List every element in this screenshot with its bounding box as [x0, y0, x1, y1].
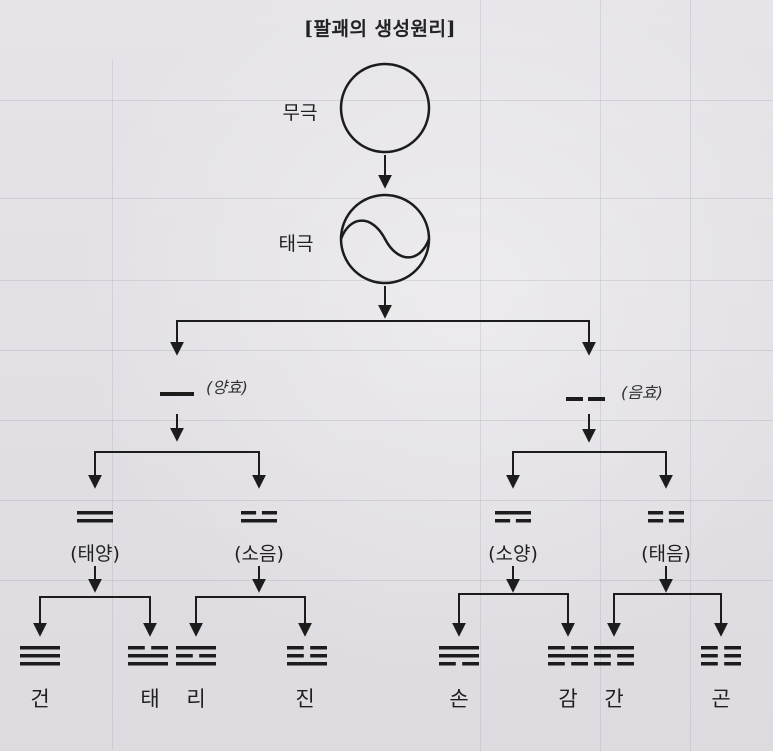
trigram-label-gon: 곤	[711, 687, 731, 711]
bg-rule	[480, 0, 481, 751]
bg-rule	[0, 350, 773, 351]
digram-taeeum	[648, 511, 684, 523]
trigram-ri	[176, 646, 216, 666]
bg-rule	[112, 60, 113, 750]
taegeuk-label: 태극	[278, 233, 314, 255]
bg-rule	[0, 500, 773, 501]
split-yang-eum	[170, 320, 596, 356]
bg-rule	[690, 0, 691, 751]
four-image-label-soyang: (소양)	[488, 543, 538, 565]
trigram-label-jin: 진	[295, 687, 315, 711]
eum-annotation: (음효)	[621, 383, 663, 402]
digram-taeyang	[77, 511, 113, 523]
trigram-label-geon: 건	[30, 687, 50, 711]
bg-rule	[0, 198, 773, 199]
trigram-geon	[20, 646, 60, 666]
bg-rule	[0, 100, 773, 101]
trigram-label-gan: 간	[604, 687, 624, 711]
split-soyang-taeeum	[506, 451, 673, 489]
trigrams	[20, 646, 741, 666]
trigram-gam	[548, 646, 588, 666]
four-images	[77, 511, 684, 523]
bg-rule	[600, 0, 601, 751]
split-taeyang-soeum	[88, 451, 266, 489]
split-ri-jin	[189, 596, 312, 637]
four-image-label-taeeum: (태음)	[641, 543, 691, 565]
split-geon-tae	[33, 596, 157, 637]
trigram-gon	[701, 646, 741, 666]
mugeuk-circle	[339, 62, 431, 154]
split-gan-gon	[607, 593, 728, 637]
mugeuk-label: 무극	[282, 102, 318, 124]
four-image-label-taeyang: (태양)	[70, 543, 120, 565]
trigram-label-ri: 리	[186, 687, 206, 711]
trigram-label-tae: 태	[140, 687, 160, 711]
four-image-label-soeum: (소음)	[234, 543, 284, 565]
trigram-son	[439, 646, 479, 666]
trigram-gan	[594, 646, 634, 666]
bg-rule	[0, 280, 773, 281]
yang-annotation: (양효)	[206, 378, 248, 397]
digram-soyang	[495, 511, 531, 523]
taegeuk-symbol	[339, 193, 431, 285]
trigram-label-son: 손	[449, 687, 469, 711]
trigram-jin	[287, 646, 327, 666]
trigram-label-gam: 감	[558, 687, 578, 711]
bg-rule	[0, 580, 773, 581]
diagram-title: [팔괘의 생성원리]	[304, 18, 456, 40]
trigram-tae	[128, 646, 168, 666]
split-son-gam	[452, 593, 575, 637]
bg-rule	[0, 420, 773, 421]
digram-soeum	[241, 511, 277, 523]
